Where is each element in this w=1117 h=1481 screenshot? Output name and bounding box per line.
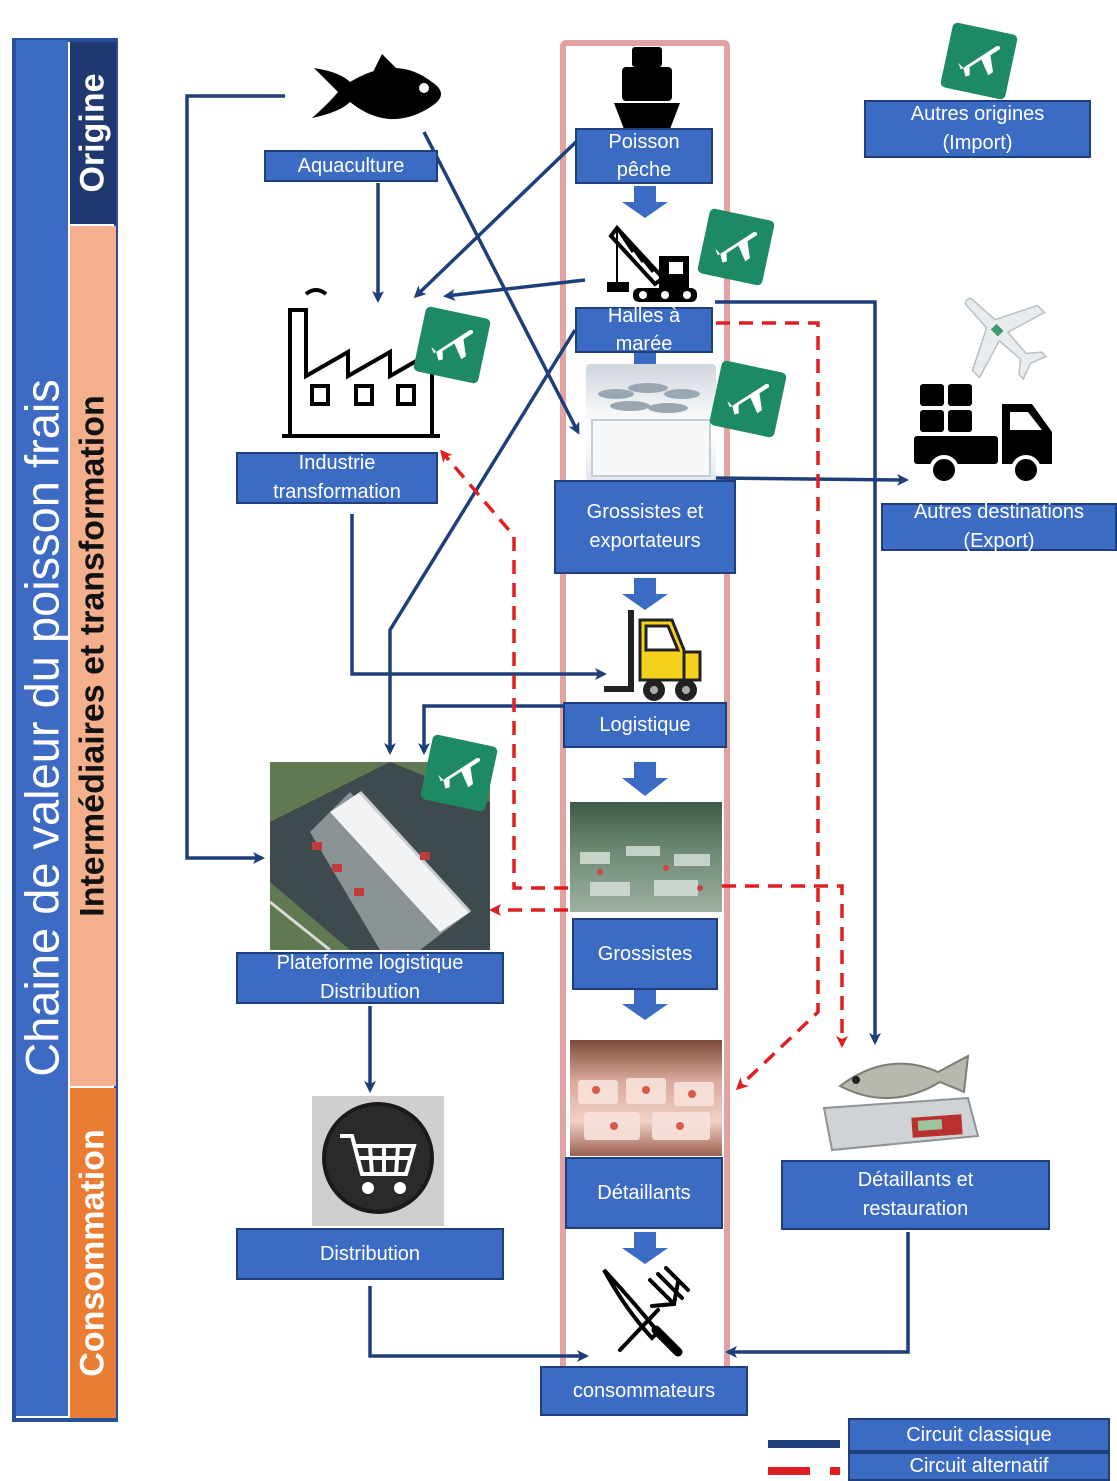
import-export-badge-icon bbox=[708, 359, 788, 439]
import-export-badge-icon bbox=[696, 207, 776, 287]
legend-alternative-line bbox=[768, 1467, 840, 1475]
down-arrow-peche-halles bbox=[622, 186, 668, 218]
legend-classic-line bbox=[768, 1440, 840, 1448]
forklift-icon bbox=[604, 610, 702, 701]
arrow-logistique-to-plateforme bbox=[418, 704, 568, 755]
node-distribution: Distribution bbox=[236, 1228, 504, 1280]
arrow-grossistes-to-export bbox=[711, 473, 909, 486]
node-grossistes: Grossistes bbox=[572, 918, 718, 990]
arrow-halles-to-detaillants-restauration bbox=[715, 300, 881, 1045]
fish-crate-icon bbox=[586, 364, 716, 482]
import-export-badge-icon bbox=[419, 733, 499, 813]
phase-origine: Origine bbox=[70, 42, 116, 224]
node-poisson-peche: Poisson pêche bbox=[575, 128, 713, 184]
node-plateforme-logistique: Plateforme logistique Distribution bbox=[236, 952, 504, 1004]
arrow-distribution-to-consommateurs bbox=[368, 1286, 589, 1362]
node-halles-a-maree: Halles à marée bbox=[575, 305, 713, 355]
crane-icon bbox=[607, 224, 697, 302]
arrow-industrie-to-logistique bbox=[350, 514, 607, 680]
alt-arrow-grossistes-to-detaillants-restauration bbox=[722, 884, 848, 1048]
arrow-detaillants-restauration-to-consommateurs bbox=[725, 1232, 910, 1358]
truck-icon bbox=[914, 384, 1052, 485]
factory-icon bbox=[282, 288, 440, 438]
node-autres-destinations: Autres destinations (Export) bbox=[881, 501, 1117, 552]
shopping-cart-icon bbox=[312, 1096, 444, 1226]
boat-icon bbox=[614, 47, 680, 129]
import-export-badge-icon bbox=[939, 21, 1019, 101]
legend: Circuit classique Circuit alternatif bbox=[760, 1416, 1117, 1481]
down-arrow-grossistes-logistique bbox=[622, 578, 668, 610]
arrow-peche-to-industrie bbox=[413, 138, 580, 299]
knife-fork-icon bbox=[602, 1266, 690, 1357]
arrow-fish-to-grossistes bbox=[422, 131, 580, 435]
alt-arrow-halles-to-detaillants bbox=[716, 321, 820, 1091]
market-hall-icon bbox=[570, 802, 722, 912]
fish-counter-icon bbox=[570, 1040, 722, 1156]
down-arrow-detaillants-consommateurs bbox=[622, 1232, 668, 1264]
node-consommateurs: consommateurs bbox=[540, 1366, 748, 1416]
fish-icon bbox=[312, 54, 441, 120]
down-arrow-logistique-grossistes bbox=[622, 762, 668, 796]
fish-on-scale-icon bbox=[822, 1054, 980, 1152]
legend-classic-label: Circuit classique bbox=[848, 1418, 1110, 1452]
arrow-halles-to-industrie bbox=[443, 278, 586, 301]
import-export-badge-icon bbox=[412, 305, 492, 385]
plane-icon bbox=[964, 297, 1048, 381]
node-autres-origines: Autres origines (Import) bbox=[864, 100, 1091, 158]
phase-intermediaires: Intermédiaires et transformation bbox=[70, 226, 116, 1086]
down-arrow-grossistes-detaillants bbox=[622, 990, 668, 1020]
node-industrie-transformation: Industrie transformation bbox=[236, 452, 438, 504]
node-grossistes-exportateurs: Grossistes et exportateurs bbox=[554, 480, 736, 574]
arrow-halles-to-plateforme bbox=[384, 329, 577, 755]
node-detaillants: Détaillants bbox=[565, 1157, 723, 1229]
node-logistique: Logistique bbox=[563, 702, 727, 748]
warehouse-icon bbox=[270, 762, 490, 950]
node-aquaculture: Aquaculture bbox=[264, 150, 438, 182]
phase-consommation: Consommation bbox=[70, 1088, 116, 1418]
sidebar-title: Chaine de valeur du poisson frais bbox=[16, 40, 69, 1416]
node-detaillants-restauration: Détaillants et restauration bbox=[781, 1160, 1050, 1230]
alt-arrow-to-industrie bbox=[440, 449, 568, 890]
legend-alternative-label: Circuit alternatif bbox=[848, 1452, 1110, 1481]
arrow-fish-to-plateforme bbox=[185, 94, 285, 864]
